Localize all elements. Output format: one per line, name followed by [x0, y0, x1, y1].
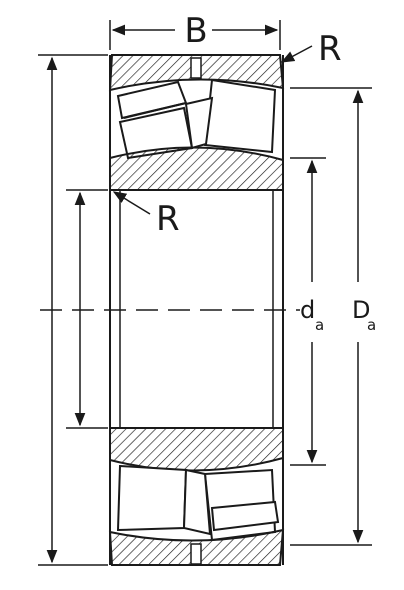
shaft-abutment-dimension	[290, 157, 326, 466]
fillet-label-inner: R	[156, 199, 180, 239]
lube-hole-top	[190, 57, 202, 79]
rollers-top	[116, 78, 277, 160]
inner-ring-bottom	[109, 427, 284, 472]
housing-abutment-subscript: a	[367, 316, 376, 334]
rollers-bottom	[116, 464, 280, 542]
bore-diameter-dimension	[66, 189, 108, 429]
fillet-label-outer: R	[318, 29, 342, 69]
shaft-abutment-label: d	[300, 296, 315, 324]
lube-hole-bottom	[190, 543, 202, 565]
shaft-abutment-subscript: a	[315, 316, 324, 334]
outer-ring-top	[108, 54, 285, 92]
width-dimension	[109, 20, 281, 50]
housing-abutment-label: D	[352, 296, 370, 324]
outer-diameter-dimension	[38, 54, 108, 566]
fillet-leader-outer	[280, 45, 313, 63]
housing-abutment-dimension	[290, 87, 372, 546]
outer-ring-bottom	[108, 528, 285, 566]
width-label: B	[184, 11, 207, 51]
inner-ring-top	[109, 146, 284, 191]
fillet-leader-inner	[112, 191, 151, 215]
